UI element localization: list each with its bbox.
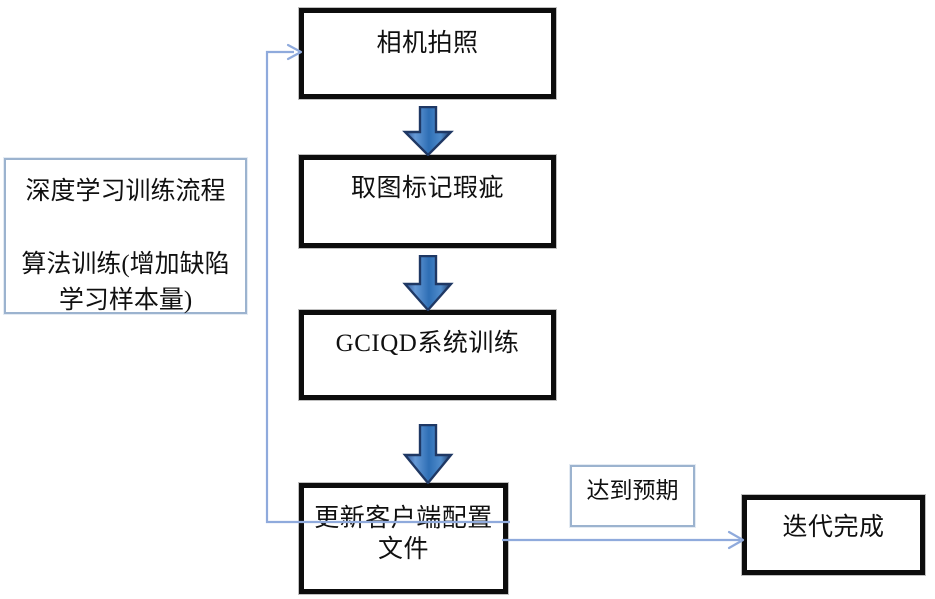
note-box-training-process: 深度学习训练流程 算法训练(增加缺陷 学习样本量) [4,158,247,314]
down-block-arrow-icon [402,255,454,311]
down-block-arrow-icon [402,106,454,156]
process-box-update-client-config-label: 更新客户端配置 文件 [314,505,493,563]
process-box-mark-defects[interactable]: 取图标记瑕疵 [299,155,556,248]
process-box-camera-capture[interactable]: 相机拍照 [299,8,556,99]
feedback-loop-arrow-icon [265,43,510,524]
note-box-meets-expectation-label: 达到预期 [586,478,679,503]
right-arrow-icon [502,530,745,550]
note-box-meets-expectation: 达到预期 [570,465,695,527]
note-box-training-process-label: 深度学习训练流程 算法训练(增加缺陷 学习样本量) [21,178,230,314]
down-block-arrow-icon [402,424,454,484]
process-box-gciqd-training[interactable]: GCIQD系统训练 [299,310,556,400]
process-box-update-client-config[interactable]: 更新客户端配置 文件 [299,483,508,594]
process-box-iteration-complete[interactable]: 迭代完成 [742,495,925,575]
process-box-iteration-complete-label: 迭代完成 [782,514,885,541]
process-box-gciqd-training-label: GCIQD系统训练 [335,330,520,357]
process-box-camera-capture-label: 相机拍照 [376,30,479,57]
process-box-mark-defects-label: 取图标记瑕疵 [350,175,504,202]
